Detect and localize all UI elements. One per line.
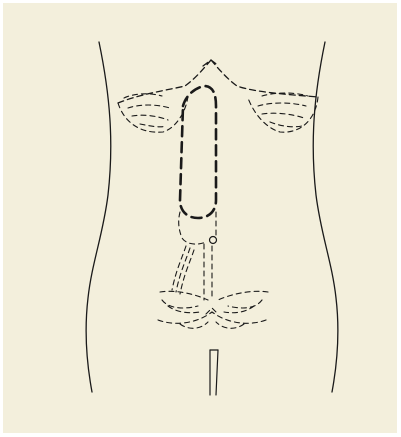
pyloric-valve bbox=[210, 237, 217, 244]
